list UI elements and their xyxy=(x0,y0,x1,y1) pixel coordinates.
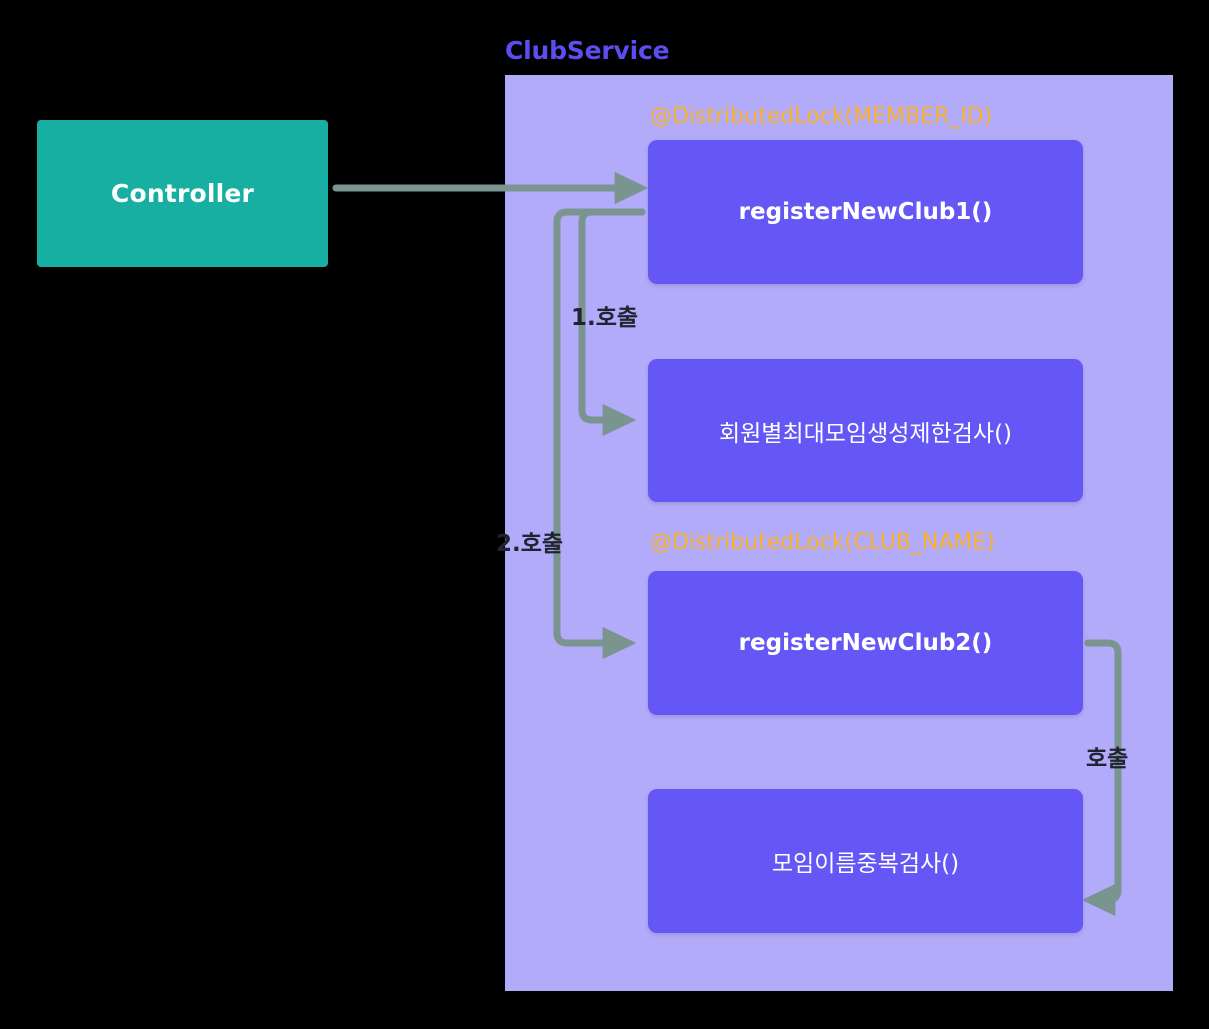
club-service-title: ClubService xyxy=(505,36,670,65)
arrow-label-call-3: 호출 xyxy=(1086,746,1129,772)
distributed-lock-member-id-annotation: @DistributedLock(MEMBER_ID) xyxy=(650,104,993,129)
method-box-register-new-club-1[interactable]: registerNewClub1() xyxy=(648,140,1083,284)
arrow-label-call-2: 2.호출 xyxy=(496,531,564,557)
method-box-member-club-limit-check[interactable]: 회원별최대모임생성제한검사() xyxy=(648,359,1083,502)
method-label-club-name-duplicate-check: 모임이름중복검사() xyxy=(771,851,960,877)
method-box-register-new-club-2[interactable]: registerNewClub2() xyxy=(648,571,1083,715)
controller-label: Controller xyxy=(110,179,255,208)
distributed-lock-club-name-annotation: @DistributedLock(CLUB_NAME) xyxy=(650,530,995,555)
method-box-club-name-duplicate-check[interactable]: 모임이름중복검사() xyxy=(648,789,1083,933)
method-label-register-new-club-1: registerNewClub1() xyxy=(738,199,993,225)
controller-box[interactable]: Controller xyxy=(37,120,328,267)
arrow-label-call-1: 1.호출 xyxy=(571,305,639,331)
method-label-register-new-club-2: registerNewClub2() xyxy=(738,630,993,656)
method-label-member-club-limit-check: 회원별최대모임생성제한검사() xyxy=(718,420,1013,447)
